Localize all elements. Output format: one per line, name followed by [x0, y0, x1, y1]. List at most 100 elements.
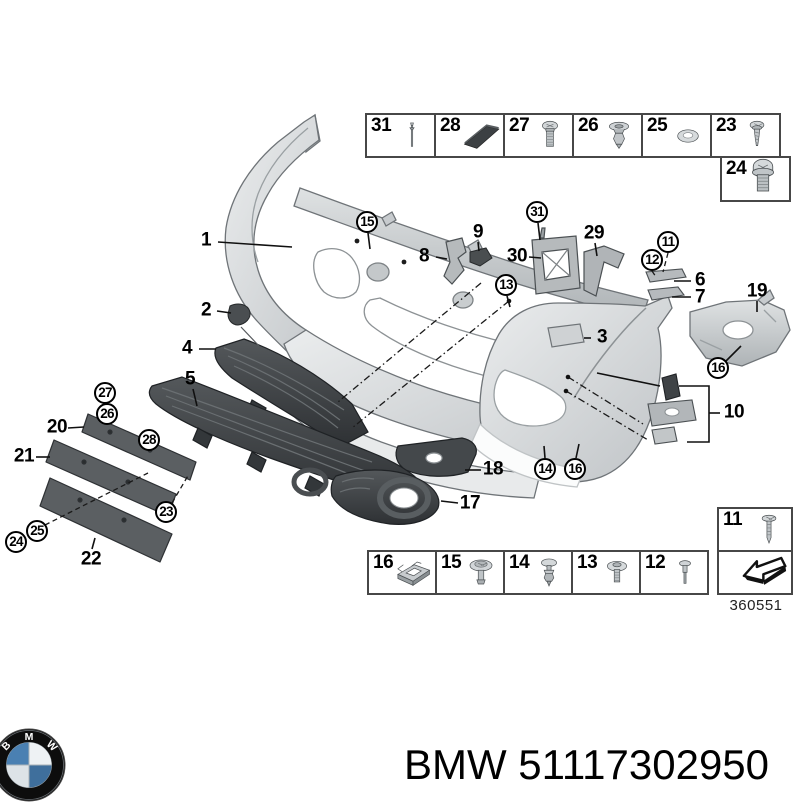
fastener-cell-number: 13 — [577, 552, 598, 573]
fastener-cell-25: 25 — [641, 113, 712, 158]
fastener-cell-number: 15 — [441, 552, 462, 573]
flange-bolt-icon — [737, 156, 789, 200]
fastener-table-top: 31 28 27 26 25 23 — [365, 113, 781, 158]
callout-3: 3 — [596, 326, 608, 348]
roundel-quadrant — [29, 742, 52, 765]
callout-21: 21 — [13, 445, 35, 467]
part-fog-lamp-bracket — [395, 437, 477, 477]
fastener-cell-12: 12 — [639, 550, 709, 595]
washer-icon — [666, 116, 710, 156]
blind-rivet-icon — [663, 553, 707, 593]
part-tow-hook-cover-2 — [227, 303, 260, 347]
fastener-cell-number: 23 — [716, 115, 737, 136]
part-strip-7 — [647, 286, 685, 301]
callout-2: 2 — [200, 299, 212, 321]
callout-19: 19 — [746, 280, 768, 302]
callout-5: 5 — [184, 368, 196, 390]
callout-14-circled: 14 — [534, 458, 556, 480]
logo-letter-m: M — [25, 731, 34, 743]
washer-screw-icon — [595, 553, 639, 593]
callout-10: 10 — [723, 401, 745, 423]
self-tapping-screw-icon — [735, 116, 779, 156]
direction-arrow-icon — [739, 549, 791, 593]
callout-15-circled: 15 — [356, 211, 378, 233]
part-number-label: BMW 51117302950 — [404, 741, 770, 788]
part-fog-grille — [330, 469, 440, 525]
callout-23-circled: 23 — [155, 501, 177, 523]
part-bracket-8 — [443, 237, 467, 285]
pin-rivet-icon — [390, 116, 434, 156]
part-mount-carrier-30 — [531, 227, 581, 295]
fastener-cell-number: 14 — [509, 552, 530, 573]
push-rivet-icon — [459, 553, 503, 593]
leader-lines — [36, 222, 758, 550]
fastener-cell-number: 16 — [373, 552, 394, 573]
callout-30: 30 — [506, 245, 528, 267]
cage-nut-icon — [391, 553, 435, 593]
callout-13-circled: 13 — [495, 274, 517, 296]
callout-8: 8 — [418, 245, 430, 267]
drawing-number: 360551 — [729, 597, 783, 614]
adhesive-pad-icon — [459, 116, 503, 156]
callout-22: 22 — [80, 548, 102, 570]
callout-12-circled: 12 — [641, 249, 663, 271]
callout-28-circled: 28 — [138, 429, 160, 451]
part-reinforcement-plates — [39, 413, 197, 563]
part-mount-group-10 — [647, 373, 697, 445]
bmw-logo: B M W — [0, 728, 66, 802]
callout-6: 6 — [694, 269, 706, 291]
part-bracket-29 — [583, 245, 625, 297]
callout-29: 29 — [583, 222, 605, 244]
part-strip-6 — [645, 268, 687, 283]
dashed-reference-lines — [44, 252, 669, 526]
callout-25-circled: 25 — [26, 520, 48, 542]
fastener-cell-14: 14 — [503, 550, 573, 595]
callout-27-circled: 27 — [94, 382, 116, 404]
callout-20: 20 — [46, 416, 68, 438]
fastener-cell-number: 28 — [440, 115, 461, 136]
part-clip-9 — [469, 247, 493, 267]
callout-17: 17 — [459, 492, 481, 514]
callout-24-circled: 24 — [5, 531, 27, 553]
part-side-support-bracket — [689, 288, 791, 367]
fastener-cell-number: 31 — [371, 115, 392, 136]
fastener-cell-13: 13 — [571, 550, 641, 595]
callout-11-circled: 11 — [657, 231, 679, 253]
roundel-quadrant — [6, 742, 29, 765]
fastener-cell-number: 25 — [647, 115, 668, 136]
fastener-cell-15: 15 — [435, 550, 505, 595]
fastener-cell-23: 23 — [710, 113, 781, 158]
callout-9: 9 — [472, 221, 484, 243]
fastener-cell-number: 26 — [578, 115, 599, 136]
callout-1: 1 — [200, 229, 212, 251]
fastener-cell-28: 28 — [434, 113, 505, 158]
fastener-cell-number: 12 — [645, 552, 666, 573]
callout-7: 7 — [694, 286, 706, 308]
callout-18: 18 — [482, 458, 504, 480]
fastener-cell-number: 24 — [726, 158, 747, 179]
direction-of-travel-cell — [717, 550, 793, 595]
fastener-cell-11: 11 — [717, 507, 793, 552]
fastener-cell-number: 27 — [509, 115, 530, 136]
fastener-cell-16: 16 — [367, 550, 437, 595]
callout-4: 4 — [181, 337, 193, 359]
fastener-cell-31: 31 — [365, 113, 436, 158]
fastener-cell-26: 26 — [572, 113, 643, 158]
callout-16-circled: 16 — [707, 357, 729, 379]
expanding-rivet-icon — [527, 553, 571, 593]
part-washer-cover-3 — [547, 323, 585, 348]
expanding-clip-icon — [597, 116, 641, 156]
fastener-table-bottom: 16 15 14 13 12 — [367, 550, 709, 595]
callout-26-circled: 26 — [96, 403, 118, 425]
fastener-cell-24: 24 — [720, 156, 791, 202]
roundel-quadrant — [6, 765, 29, 788]
callout-16-circled: 16 — [564, 458, 586, 480]
fastener-cell-27: 27 — [503, 113, 574, 158]
roundel-quadrant — [29, 765, 52, 788]
part-bumper-corner-section — [470, 295, 673, 488]
pan-head-screw-icon — [528, 116, 572, 156]
callout-31-circled: 31 — [526, 201, 548, 223]
fastener-cell-number: 11 — [723, 509, 743, 530]
